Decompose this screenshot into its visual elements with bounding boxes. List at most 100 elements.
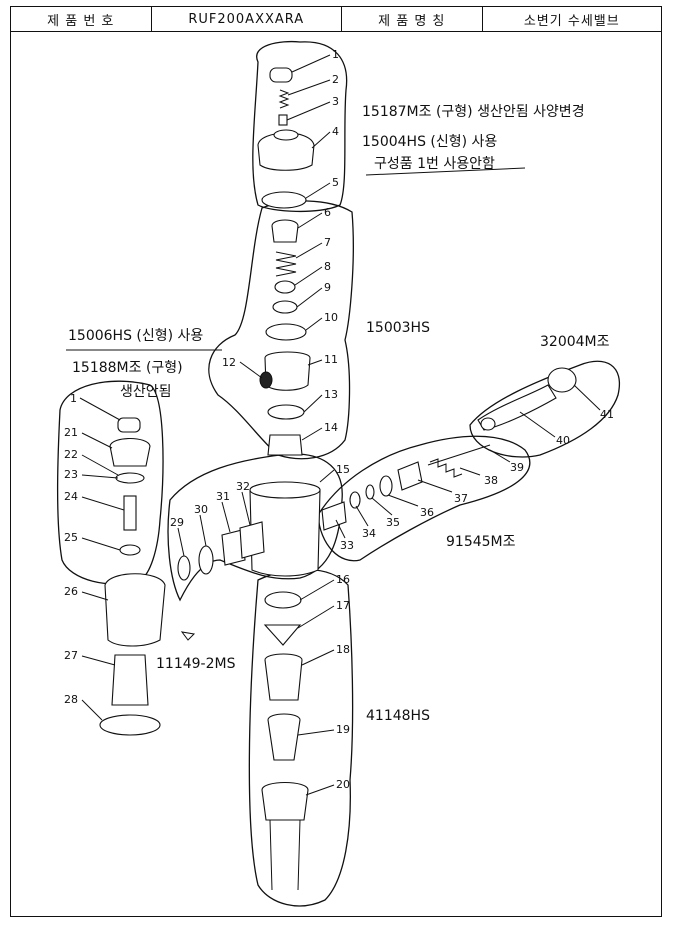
note-top-line1: 15187M조 (구형) 생산안됨 사양변경 [362, 104, 585, 120]
callout-11: 11 [324, 353, 338, 366]
callout-4: 4 [332, 125, 339, 138]
note-group-11149: 11149-2MS [156, 656, 236, 672]
part-name-value: 소변기 수세밸브 [523, 13, 620, 29]
callout-13: 13 [324, 388, 338, 401]
callout-8: 8 [324, 260, 331, 273]
part-supply-pipe [111, 654, 149, 706]
part-handle-left [109, 437, 151, 467]
part-cone [263, 624, 302, 646]
part-33 [321, 501, 347, 531]
note-group-91545: 91545M조 [446, 534, 516, 550]
part-lever [477, 384, 557, 431]
part-cap [269, 67, 293, 83]
callout-18: 18 [336, 643, 350, 656]
title-block: 제 품 번 호 RUF200AXXARA 제 품 명 칭 소변기 수세밸브 [10, 6, 662, 32]
part-pipe [269, 819, 301, 891]
part-38-spring [429, 458, 463, 478]
callout-37: 37 [454, 492, 468, 505]
callout-28: 28 [64, 693, 78, 706]
group-outline-91545 [317, 435, 531, 562]
callout-33: 33 [340, 539, 354, 552]
part-piston [271, 219, 299, 243]
part-no-label: 제 품 번 호 [11, 7, 152, 31]
part-valve-housing [264, 351, 311, 391]
part-small-spring [278, 89, 290, 109]
note-group-41148: 41148HS [366, 708, 430, 724]
group-outline-41148 [248, 568, 354, 907]
note-left-line1: 15006HS (신형) 사용 [68, 328, 203, 344]
part-seal-ring [265, 323, 307, 341]
callout-26: 26 [64, 585, 78, 598]
part-39-rod [427, 444, 491, 466]
callout-20: 20 [336, 778, 350, 791]
part-ring-30 [198, 545, 214, 575]
callout-36: 36 [420, 506, 434, 519]
part-handle-body [257, 132, 315, 171]
part-no-value: RUF200AXXARA [152, 7, 342, 31]
part-flange [99, 714, 161, 736]
callout-27: 27 [64, 649, 78, 662]
callout-7: 7 [324, 236, 331, 249]
callout-38: 38 [484, 474, 498, 487]
callout-21: 21 [64, 426, 78, 439]
callout-10: 10 [324, 311, 338, 324]
part-35 [365, 484, 375, 500]
callout-32: 32 [236, 480, 250, 493]
callout-25: 25 [64, 531, 78, 544]
part-gasket [267, 404, 305, 420]
callout-6: 6 [324, 206, 331, 219]
part-handle-top [273, 129, 299, 141]
part-coupling [264, 653, 303, 701]
group-outline-15003 [208, 200, 354, 460]
group-outline-32004 [469, 360, 621, 458]
note-top-underline [365, 167, 526, 176]
note-top-line3: 구성품 1번 사용안함 [374, 156, 495, 172]
callout-31: 31 [216, 490, 230, 503]
part-36 [379, 475, 393, 497]
part-vacuum-breaker [267, 713, 301, 761]
part-nut-31 [221, 529, 246, 566]
note-top-line2: 15004HS (신형) 사용 [362, 134, 497, 150]
note-left-line2: 15188M조 (구형) [72, 360, 183, 376]
drawing-frame [10, 31, 662, 917]
part-o-ring [261, 191, 307, 209]
drawing-parts [99, 67, 577, 891]
callout-24: 24 [64, 490, 78, 503]
group-outline-top [252, 40, 348, 213]
arrow-11149 [180, 631, 196, 641]
callout-30: 30 [194, 503, 208, 516]
callout-23: 23 [64, 468, 78, 481]
part-lever-nut [547, 367, 577, 393]
callout-3: 3 [332, 95, 339, 108]
part-34 [349, 491, 361, 509]
callout-34: 34 [362, 527, 376, 540]
callout-9: 9 [324, 281, 331, 294]
part-washer [274, 280, 296, 294]
callout-17: 17 [336, 599, 350, 612]
part-stem [278, 114, 288, 126]
callout-5: 5 [332, 176, 339, 189]
callout-14: 14 [324, 421, 338, 434]
part-tee-top [249, 481, 321, 499]
group-outline-left [56, 380, 164, 585]
part-disc [272, 300, 298, 314]
callout-22: 22 [64, 448, 78, 461]
part-union-32 [239, 521, 265, 559]
callout-19: 19 [336, 723, 350, 736]
callout-40: 40 [556, 434, 570, 447]
leader-lines [79, 54, 601, 796]
part-washer-left [119, 544, 141, 556]
part-oring-left [115, 472, 145, 484]
callout-39: 39 [510, 461, 524, 474]
note-group-32004: 32004M조 [540, 334, 610, 350]
part-stem-left [123, 495, 137, 531]
part-filter [259, 371, 273, 389]
part-nut [267, 434, 303, 456]
part-37 [397, 461, 423, 491]
callout-2: 2 [332, 73, 339, 86]
callout-1-left: 1 [70, 392, 77, 405]
callout-labels: 1 2 3 4 5 6 7 8 9 10 11 12 13 14 15 16 1… [64, 48, 614, 791]
note-left-line3: 생산안됨 [120, 384, 172, 400]
